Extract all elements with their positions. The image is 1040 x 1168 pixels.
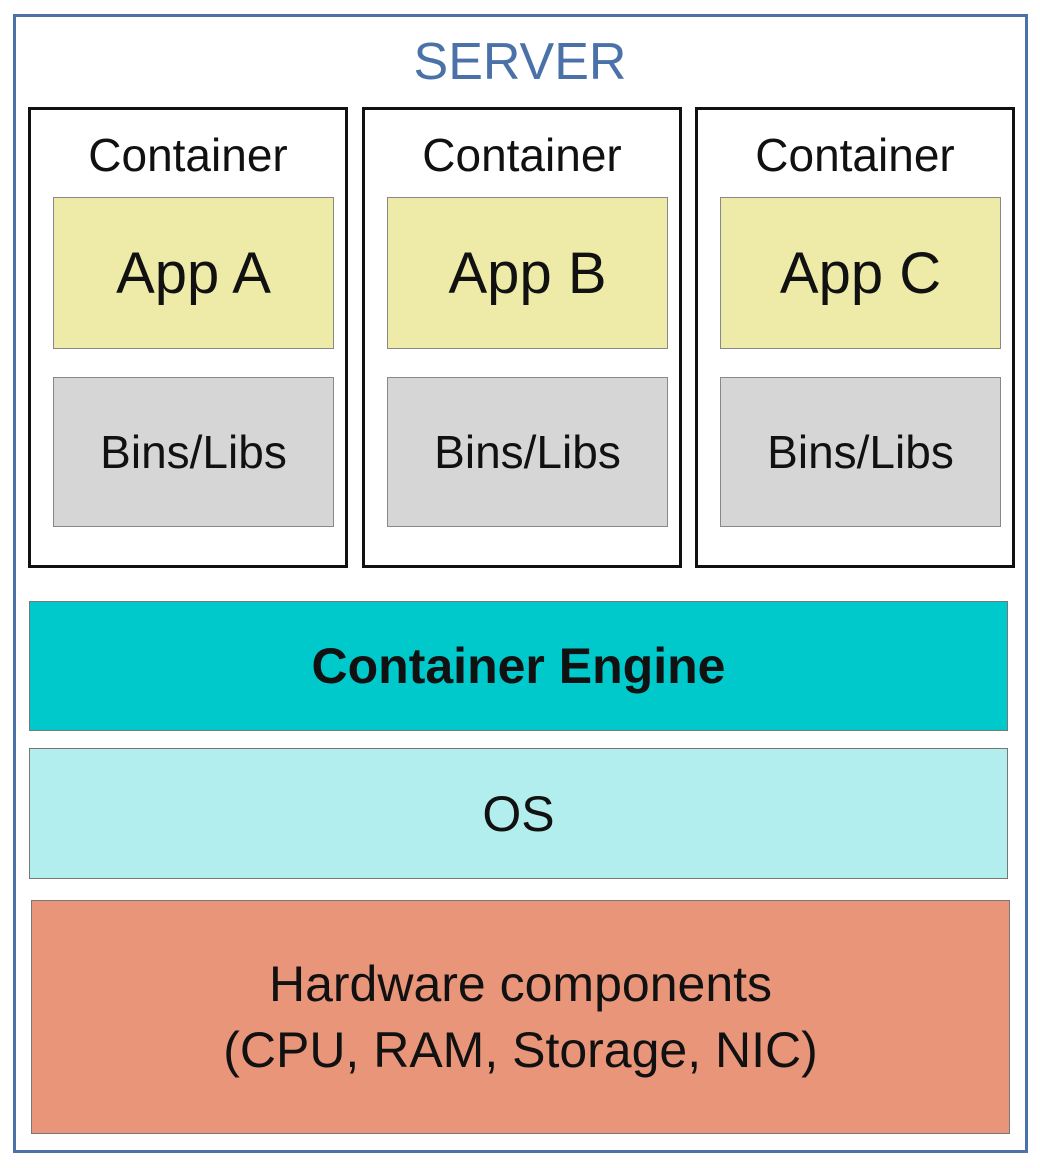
container-a: Container App A Bins/Libs [28,107,348,568]
bins-libs-box: Bins/Libs [387,377,668,527]
container-label: Container [755,129,955,181]
container-engine-layer: Container Engine [29,601,1008,731]
hardware-layer: Hardware components (CPU, RAM, Storage, … [31,900,1010,1134]
container-c: Container App C Bins/Libs [695,107,1015,568]
container-label: Container [422,129,622,181]
server-title: SERVER [413,33,627,91]
app-a-box: App A [53,197,334,349]
hardware-details: (CPU, RAM, Storage, NIC) [223,1022,818,1078]
app-c-box: App C [720,197,1001,349]
hardware-title: Hardware components [268,956,773,1012]
os-layer: OS [29,748,1008,879]
bins-libs-box: Bins/Libs [53,377,334,527]
app-b-box: App B [387,197,668,349]
container-b: Container App B Bins/Libs [362,107,682,568]
container-label: Container [88,129,288,181]
server-frame [13,14,1028,1153]
bins-libs-box: Bins/Libs [720,377,1001,527]
